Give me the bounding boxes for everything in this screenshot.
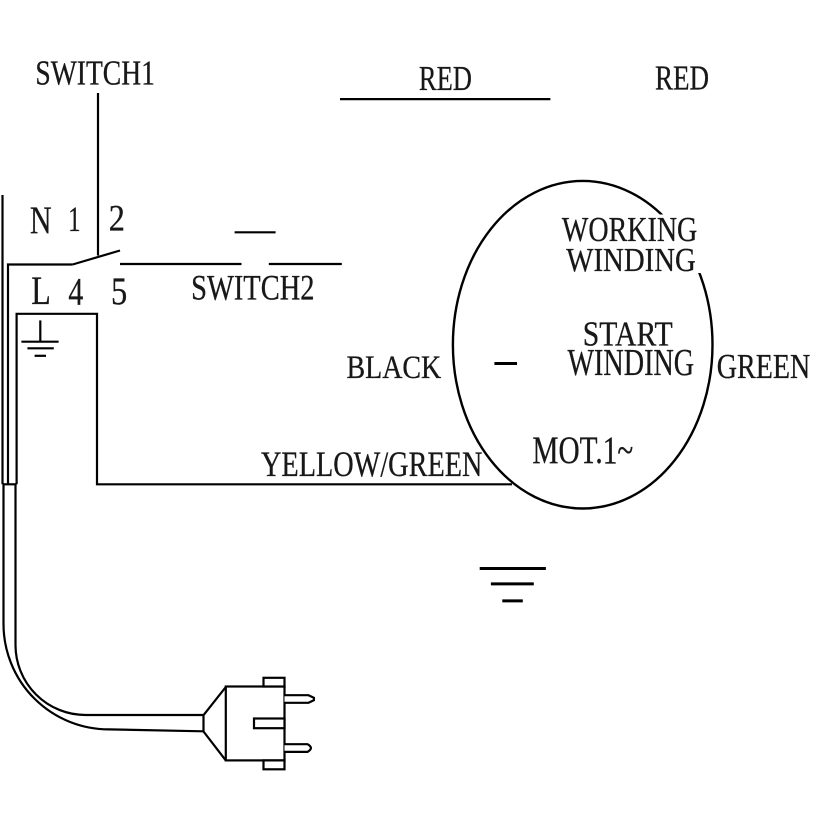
svg-text:1: 1 [68,199,80,239]
svg-text:RED: RED [419,59,472,98]
svg-text:WINDING: WINDING [568,342,695,384]
svg-text:WORKING: WORKING [562,211,697,249]
svg-text:5: 5 [111,270,127,313]
svg-text:YELLOW/GREEN: YELLOW/GREEN [261,444,482,484]
svg-text:L: L [31,268,50,313]
svg-text:2: 2 [109,197,125,238]
svg-text:SWITCH2: SWITCH2 [191,267,314,307]
svg-text:START: START [583,315,673,354]
svg-text:MOT.1~: MOT.1~ [532,429,633,472]
svg-text:BLACK: BLACK [346,349,441,386]
svg-text:SWITCH1: SWITCH1 [35,54,155,92]
svg-text:WINDING: WINDING [566,241,696,279]
svg-text:N: N [30,199,52,242]
svg-text:4: 4 [68,271,83,314]
svg-text:GREEN: GREEN [717,347,811,386]
svg-text:RED: RED [655,60,709,98]
